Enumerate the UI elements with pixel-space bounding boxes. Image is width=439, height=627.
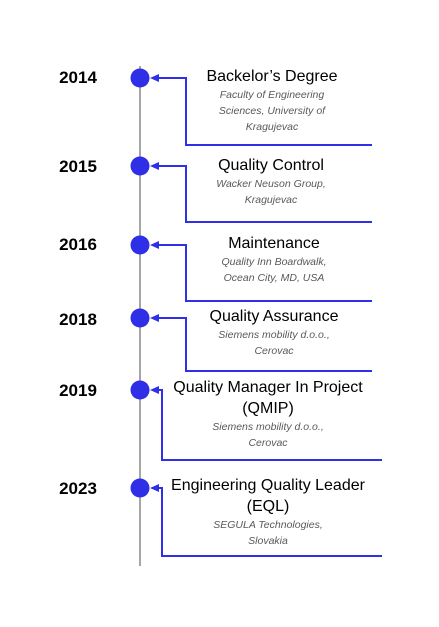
arrow-head-icon (150, 241, 159, 249)
entry-title: Engineering Quality Leader (171, 477, 365, 494)
year-label-2018: 2018 (59, 310, 97, 329)
connector-line-2016 (158, 244, 372, 302)
entry-2018: Quality Assurance Siemens mobility d.o.o… (186, 306, 362, 359)
entry-subtitle-line: Cerovac (254, 345, 294, 357)
year-label-2019: 2019 (59, 381, 97, 400)
connector-line-2015 (158, 165, 372, 223)
entry-title: Maintenance (228, 235, 320, 252)
entry-title: Quality Assurance (209, 308, 339, 325)
arrow-head-icon (150, 314, 159, 322)
arrow-head-icon (150, 484, 159, 492)
entry-2023: Engineering Quality Leader (EQL) SEGULA … (160, 475, 376, 549)
entry-title: Quality Control (218, 157, 324, 174)
dot-group (130, 68, 150, 498)
entry-subtitle-line: Ocean City, MD, USA (223, 272, 325, 284)
entry-subtitle-line: Faculty of Engineering (219, 89, 325, 101)
entry-2014: Backelor’s Degree Faculty of Engineering… (186, 66, 358, 135)
connector-line-2023 (158, 487, 382, 557)
entry-2015: Quality Control Wacker Neuson Group, Kra… (186, 155, 356, 208)
year-label-2014: 2014 (59, 68, 97, 87)
year-label-2015: 2015 (59, 157, 97, 176)
connector-group (150, 74, 382, 557)
timeline-dot-2023 (130, 478, 150, 498)
entry-title-line-2: (QMIP) (242, 400, 294, 417)
timeline-dot-2019 (130, 380, 150, 400)
arrow-head-icon (150, 386, 159, 394)
entry-title-line-2: (EQL) (246, 498, 290, 515)
year-label-2023: 2023 (59, 479, 97, 498)
entry-subtitle-line: Slovakia (248, 535, 288, 547)
entry-subtitle-line: Kragujevac (245, 121, 299, 133)
connector-line-2018 (158, 317, 372, 372)
connector-line-2014 (158, 77, 372, 146)
entry-title: Backelor’s Degree (206, 68, 338, 85)
arrow-head-icon (150, 162, 159, 170)
entry-subtitle-line: Siemens mobility d.o.o., (218, 329, 330, 341)
timeline-dot-2018 (130, 308, 150, 328)
timeline-dot-2015 (130, 156, 150, 176)
entry-title: Quality Manager In Project (173, 379, 363, 396)
connector-line-2019 (158, 389, 382, 461)
entry-subtitle-line: Kragujevac (244, 194, 298, 206)
entry-subtitle-line: Cerovac (248, 437, 288, 449)
entry-subtitle-line: Quality Inn Boardwalk, (221, 256, 327, 268)
entry-subtitle-line: SEGULA Technologies, (213, 519, 323, 531)
timeline-dot-2014 (130, 68, 150, 88)
entry-2019: Quality Manager In Project (QMIP) Siemen… (160, 377, 376, 451)
timeline-dot-2016 (130, 235, 150, 255)
entry-subtitle-line: Siemens mobility d.o.o., (212, 421, 324, 433)
entry-subtitle-line: Wacker Neuson Group, (216, 178, 326, 190)
entry-subtitle-line: Sciences, University of (218, 105, 326, 117)
entry-2016: Maintenance Quality Inn Boardwalk, Ocean… (186, 233, 362, 286)
year-label-2016: 2016 (59, 235, 97, 254)
arrow-head-icon (150, 74, 159, 82)
